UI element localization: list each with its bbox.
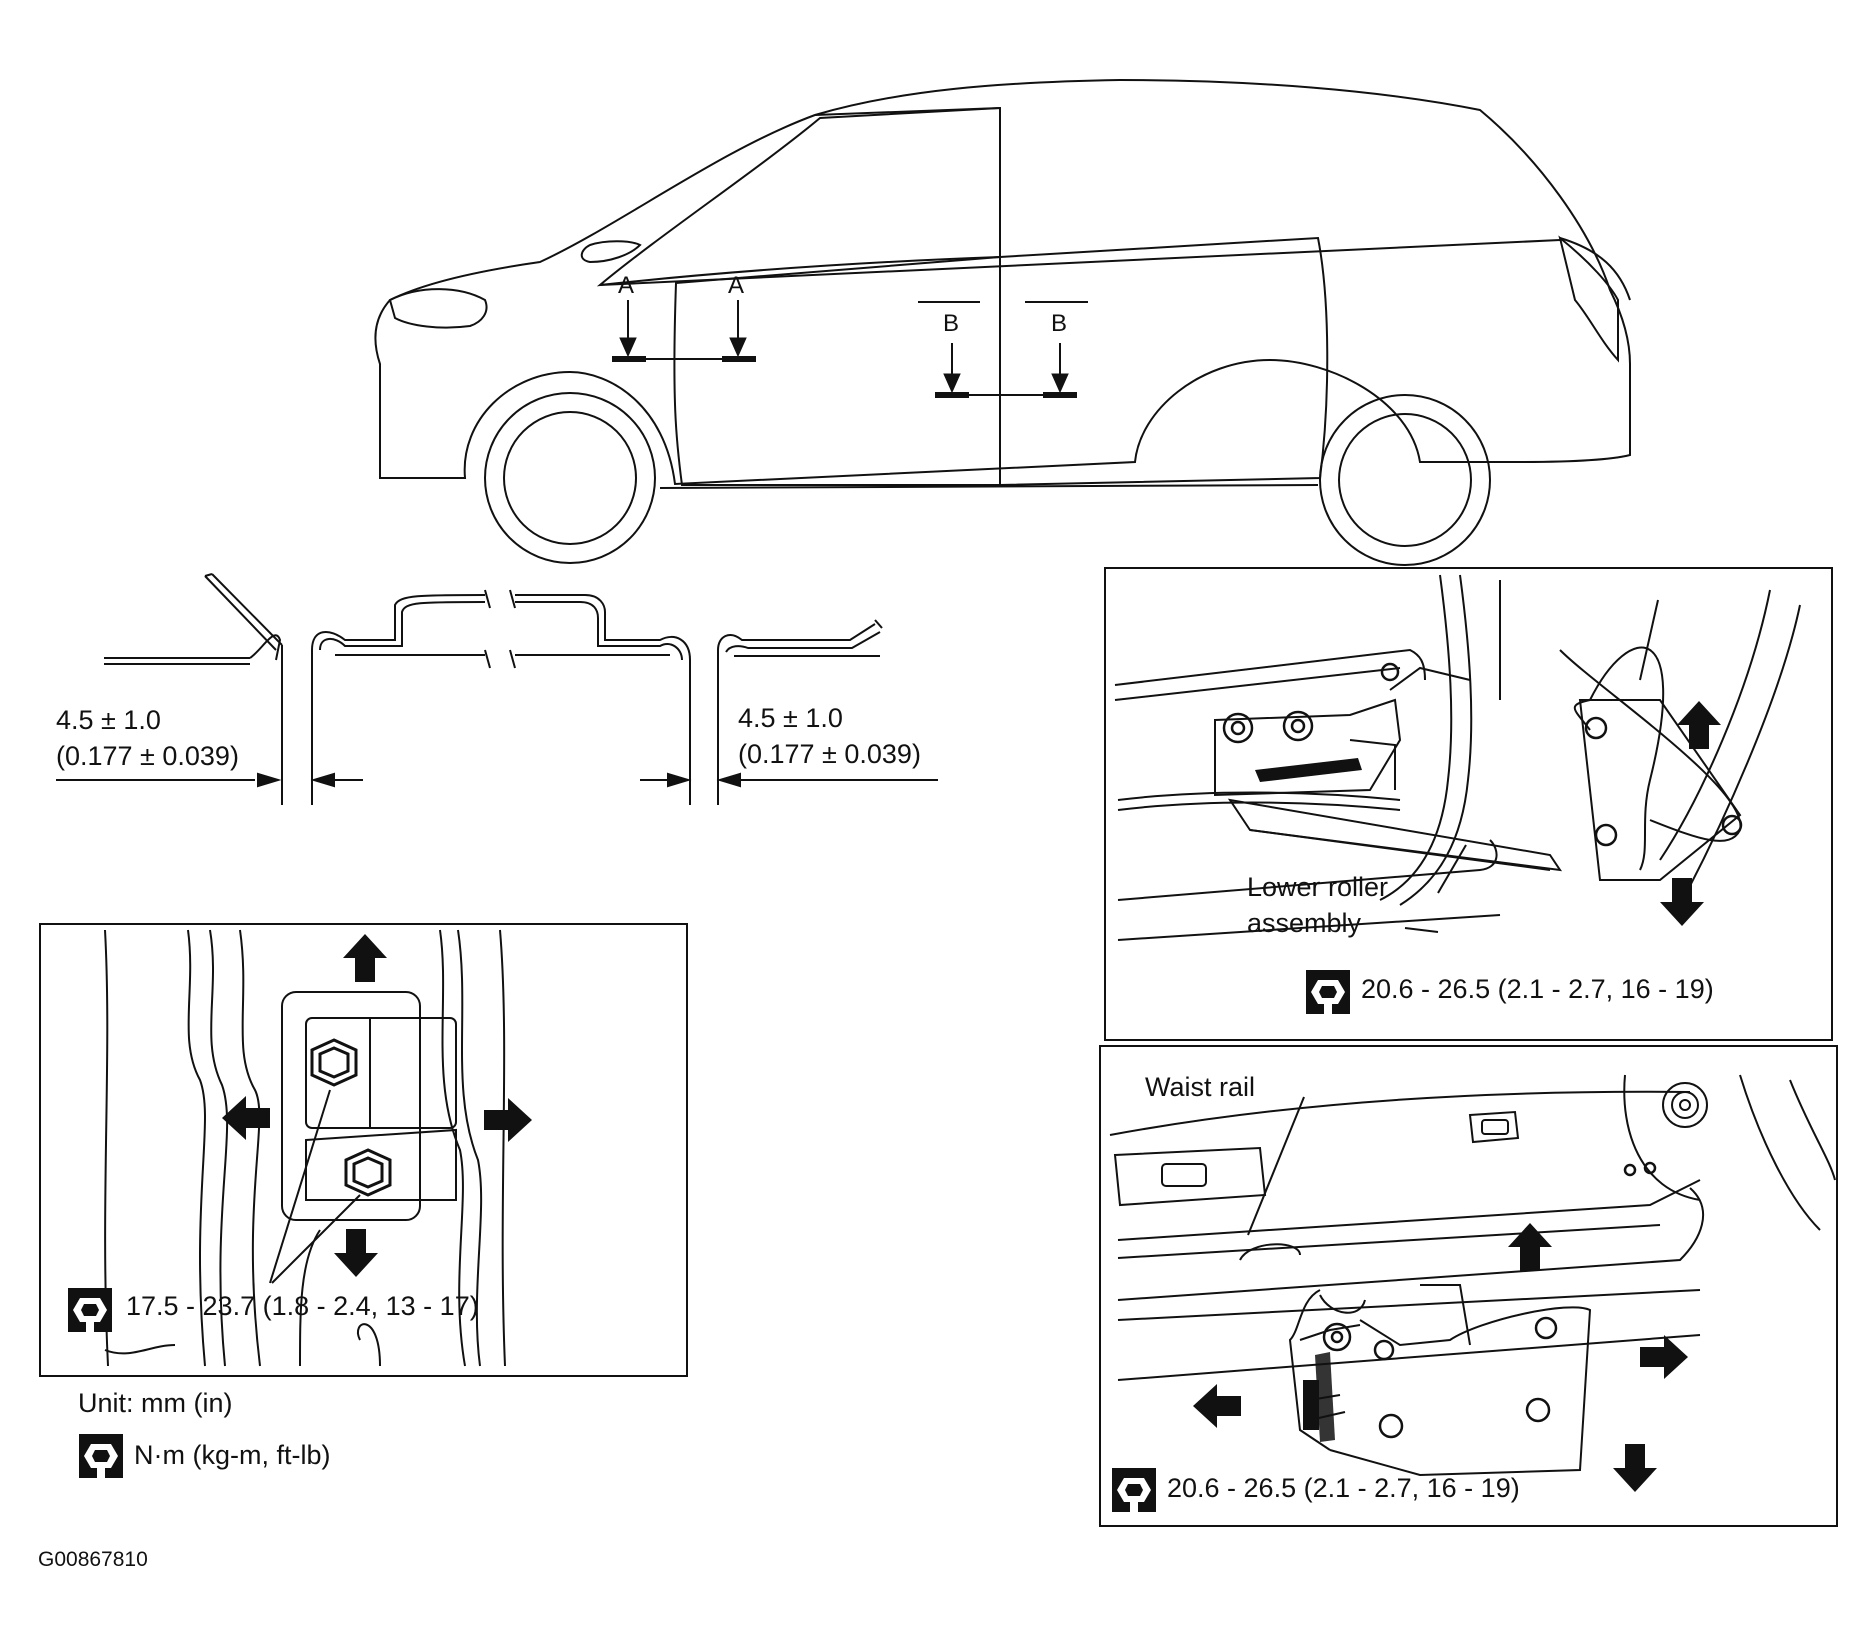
gap-left-mm-label: 4.5 ± 1.0 xyxy=(56,705,161,735)
side-glass-front xyxy=(814,107,1001,116)
mirror xyxy=(580,240,642,264)
sliding-door-outline xyxy=(999,236,1329,486)
headlight xyxy=(388,288,488,329)
adjust-down-arrow-icon xyxy=(334,1229,378,1277)
adjust-down-arrow-icon xyxy=(1660,878,1704,926)
torque-wrench-icon xyxy=(1112,1468,1156,1512)
section-a-left-label: A xyxy=(618,272,635,299)
sill-line xyxy=(659,484,1319,489)
van-body-outline xyxy=(374,78,1631,486)
adjust-right-arrow-icon xyxy=(1640,1335,1688,1379)
windshield xyxy=(596,106,1001,287)
panel-front-hinge xyxy=(39,923,688,1377)
front-hinge-torque-label: 17.5 - 23.7 (1.8 - 2.4, 13 - 17) xyxy=(126,1291,479,1321)
gap-right-mm-label: 4.5 ± 1.0 xyxy=(738,703,843,733)
bolt-upper xyxy=(310,1038,358,1087)
section-b-right-label: B xyxy=(1051,310,1068,337)
front-wheel xyxy=(484,392,656,564)
waist-line xyxy=(599,239,1561,286)
section-b-left-label: B xyxy=(943,310,960,337)
lower-roller-callout-line1: Lower roller xyxy=(1247,872,1389,902)
adjust-up-arrow-icon xyxy=(1508,1223,1552,1271)
lower-roller-callout-line2: assembly xyxy=(1247,908,1362,938)
gap-right-in-label: (0.177 ± 0.039) xyxy=(738,739,921,769)
rear-wheel xyxy=(1319,394,1491,566)
unit-legend: Unit: mm (in) xyxy=(78,1388,233,1418)
torque-wrench-icon xyxy=(79,1434,123,1478)
section-a-right-label: A xyxy=(728,272,745,299)
lower-roller-torque-label: 20.6 - 26.5 (2.1 - 2.7, 16 - 19) xyxy=(1361,974,1714,1004)
bolt-lower xyxy=(344,1148,392,1197)
panel-center-roller xyxy=(1099,1045,1838,1527)
adjust-up-arrow-icon xyxy=(1677,701,1721,749)
torque-wrench-icon xyxy=(68,1288,112,1332)
adjust-down-arrow-icon xyxy=(1613,1444,1657,1492)
front-door-outline xyxy=(673,255,1001,486)
adjust-right-arrow-icon xyxy=(484,1098,532,1142)
adjust-left-arrow-icon xyxy=(222,1096,270,1140)
gap-left-in-label: (0.177 ± 0.039) xyxy=(56,741,239,771)
rear-wheel-rim xyxy=(1338,413,1472,547)
torque-unit-legend: N·m (kg-m, ft-lb) xyxy=(134,1440,331,1470)
section-markers xyxy=(612,300,1088,398)
figure-code: G00867810 xyxy=(38,1548,148,1571)
waist-rail-callout: Waist rail xyxy=(1145,1072,1256,1102)
torque-wrench-icon xyxy=(1306,970,1350,1014)
adjust-up-arrow-icon xyxy=(343,934,387,982)
rear-quarter xyxy=(1559,237,1631,301)
center-roller-torque-label: 20.6 - 26.5 (2.1 - 2.7, 16 - 19) xyxy=(1167,1473,1520,1503)
panel-lower-roller xyxy=(1104,567,1833,1041)
rear-window xyxy=(1558,235,1619,363)
front-wheel-rim xyxy=(503,411,637,545)
gap-section-profile xyxy=(56,573,938,805)
adjust-left-arrow-icon xyxy=(1193,1384,1241,1428)
van-side-view xyxy=(374,78,1631,566)
